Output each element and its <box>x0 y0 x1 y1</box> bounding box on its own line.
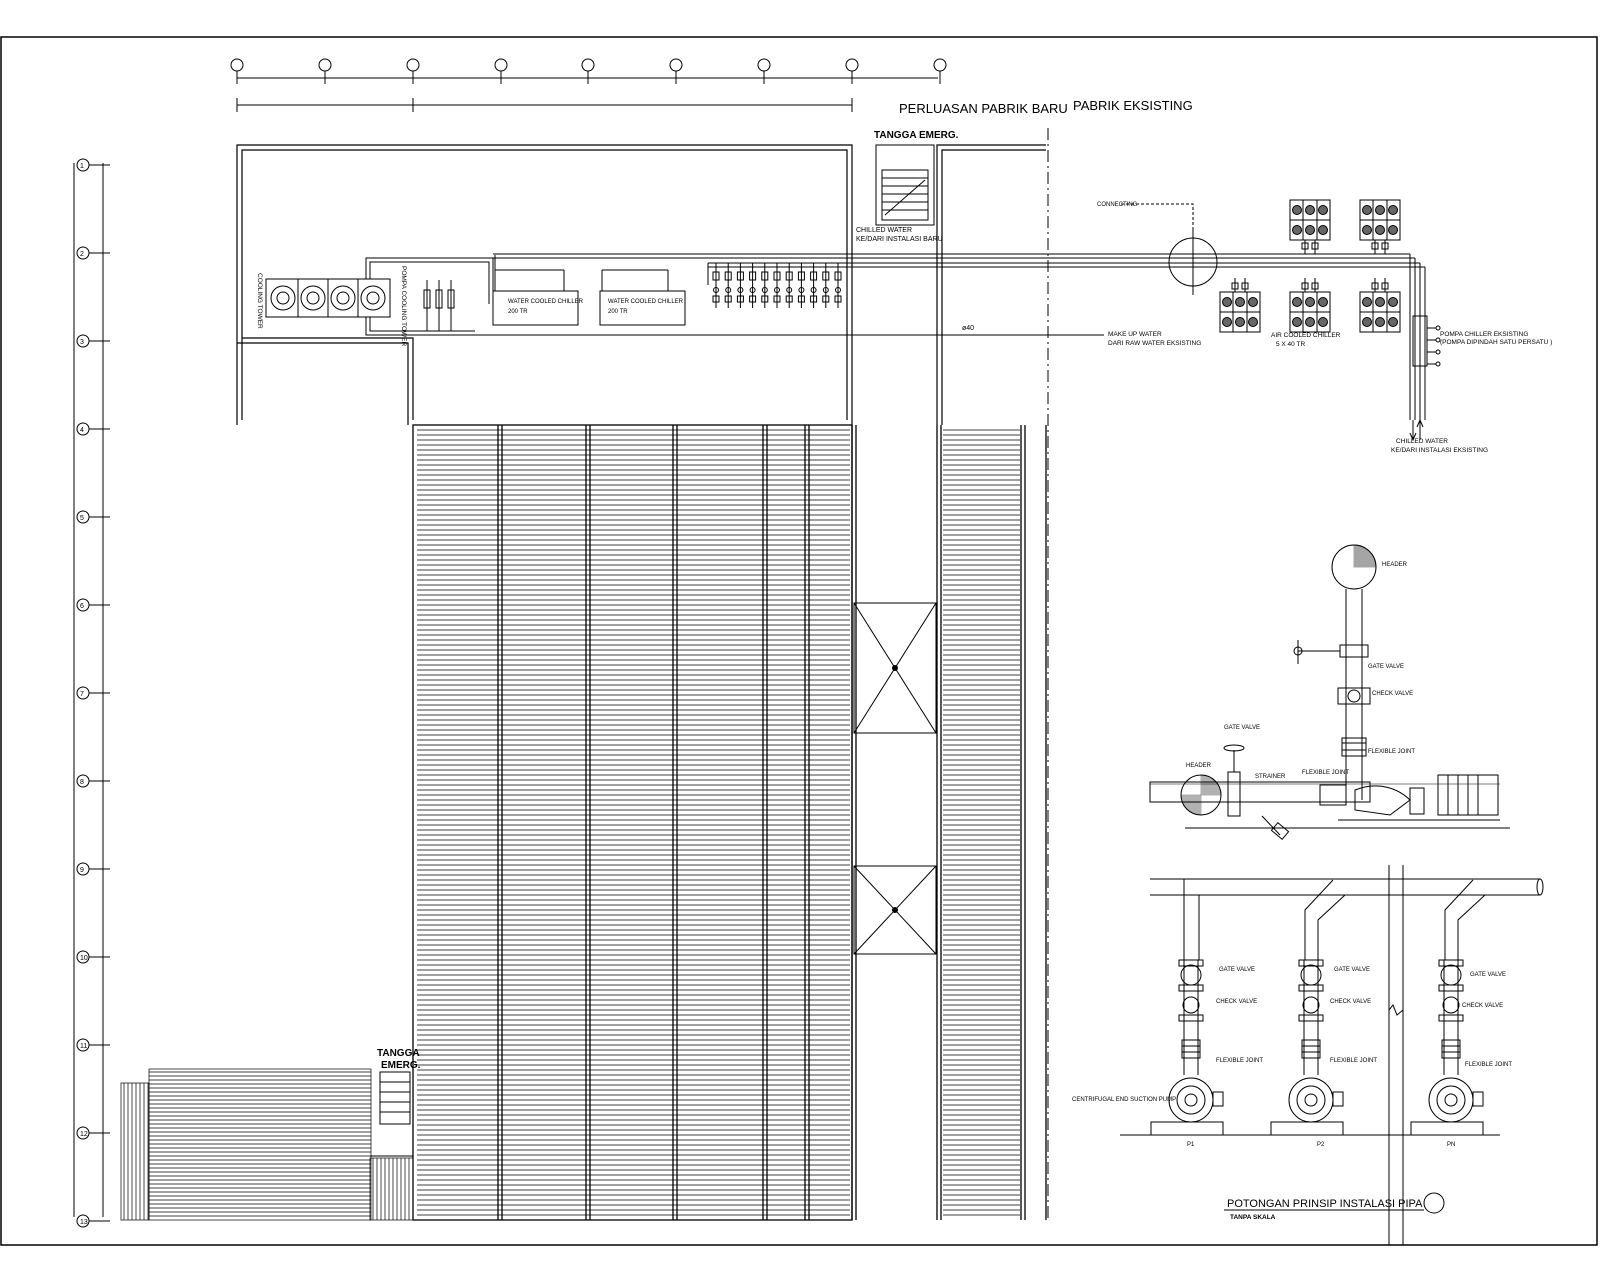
label-makeup-2: DARI RAW WATER EKSISTING <box>1108 340 1201 347</box>
label-chilled-exist-2: KE/DARI INSTALASI EKSISTING <box>1391 447 1488 454</box>
grid-row-label: 7 <box>80 691 84 698</box>
label-flexible-joint-2: FLEXIBLE JOINT <box>1302 770 1349 776</box>
label-p2: P2 <box>1317 1142 1325 1148</box>
label-tangga-bottom-1: TANGGA <box>377 1048 420 1059</box>
building-outline-new <box>236 144 1046 425</box>
label-centrifugal: CENTRIFUGAL END SUCTION PUMP <box>1072 1097 1176 1103</box>
label-chilled-exist-1: CHILLED WATER <box>1396 438 1448 445</box>
section-flex-joint <box>1301 1039 1321 1059</box>
roof-structure-lines <box>412 424 1047 1221</box>
label-wcc-1a: WATER COOLED CHILLER <box>508 299 584 305</box>
cooling-tower-group <box>265 278 391 318</box>
left-dimension-line <box>73 163 104 1217</box>
label-aircooled-1: AIR COOLED CHILLER <box>1271 332 1341 339</box>
section-flex-joint <box>1181 1039 1201 1059</box>
label-sec-gate-1: GATE VALVE <box>1219 967 1255 973</box>
label-pn: PN <box>1447 1142 1455 1148</box>
label-flexible-joint-1: FLEXIBLE JOINT <box>1368 749 1415 755</box>
grid-bubble-col <box>318 58 332 72</box>
centrifugal-pump <box>1288 1077 1334 1123</box>
grid-row-label: 8 <box>80 779 84 786</box>
grid-row-label: 4 <box>80 427 84 434</box>
label-eksisting: PABRIK EKSISTING <box>1073 98 1193 113</box>
air-cooled-chillers <box>1219 199 1401 333</box>
cooling-tower-piping <box>365 257 494 336</box>
label-strainer: STRAINER <box>1255 774 1286 780</box>
grid-bubble-col <box>406 58 420 72</box>
grid-bubble-col <box>845 58 859 72</box>
grid-bubble-col <box>669 58 683 72</box>
label-sec-check-1: CHECK VALVE <box>1216 999 1257 1005</box>
corridor-bracing <box>853 602 937 955</box>
grid-row-label: 6 <box>80 603 84 610</box>
grid-row-label: 12 <box>80 1131 88 1138</box>
section-check-valve <box>1302 996 1320 1014</box>
centrifugal-pump <box>1428 1077 1474 1123</box>
label-aircooled-2: 5 X 40 TR <box>1276 341 1305 348</box>
label-sec-gate-2: GATE VALVE <box>1334 967 1370 973</box>
label-sec-flex-2: FLEXIBLE JOINT <box>1330 1058 1377 1064</box>
grid-row-label: 13 <box>80 1219 88 1226</box>
label-tangga-top: TANGGA EMERG. <box>874 130 959 141</box>
label-pipe-size: ø40 <box>962 325 974 332</box>
grid-bubble-col <box>494 58 508 72</box>
label-perluasan: PERLUASAN PABRIK BARU <box>899 101 1068 116</box>
grid-row-label: 1 <box>80 163 84 170</box>
grid-row-label: 3 <box>80 339 84 346</box>
grid-row-label: 10 <box>80 955 88 962</box>
label-sec-check-3: CHECK VALVE <box>1462 1003 1503 1009</box>
grid-bubble-col <box>757 58 771 72</box>
existing-pumps <box>1409 315 1441 442</box>
label-sec-flex-3: FLEXIBLE JOINT <box>1465 1062 1512 1068</box>
label-connecting: CONNECTING <box>1097 202 1138 208</box>
grid-bubble-col <box>230 58 244 72</box>
label-header-left: HEADER <box>1186 763 1212 769</box>
roof-deck-hatch <box>417 429 1020 1216</box>
label-wcc-1b: 200 TR <box>508 309 528 315</box>
grid-row-label: 11 <box>80 1043 87 1050</box>
pump-assembly-detail <box>1149 544 1510 841</box>
section-flex-joint <box>1441 1039 1461 1059</box>
pump-section-detail <box>1120 865 1544 1245</box>
label-sec-check-2: CHECK VALVE <box>1330 999 1371 1005</box>
section-check-valve <box>1442 996 1460 1014</box>
label-pompa-exist-2: (POMPA DIPINDAH SATU PERSATU ) <box>1440 339 1552 346</box>
grid-bubble-col <box>933 58 947 72</box>
label-section-title: POTONGAN PRINSIP INSTALASI PIPA <box>1227 1198 1423 1210</box>
label-pompa-cooling: POMPA COOLING TOWER <box>400 266 407 346</box>
column-grid-bubbles <box>230 58 947 84</box>
grid-bubble-col <box>581 58 595 72</box>
grid-row-label: 2 <box>80 251 84 258</box>
water-cooled-chillers <box>492 255 686 326</box>
label-sec-flex-1: FLEXIBLE JOINT <box>1216 1058 1263 1064</box>
label-cooling-tower: COOLING TOWER <box>256 273 263 329</box>
emergency-stair-top <box>875 144 935 226</box>
grid-row-label: 9 <box>80 867 84 874</box>
label-check-valve-1: CHECK VALVE <box>1372 691 1413 697</box>
section-check-valve <box>1182 996 1200 1014</box>
label-header-top: HEADER <box>1382 562 1408 568</box>
label-pompa-exist-1: POMPA CHILLER EKSISTING <box>1440 331 1528 338</box>
label-tangga-bottom-2: EMERG. <box>381 1060 421 1071</box>
label-gate-valve-1: GATE VALVE <box>1368 664 1404 670</box>
emergency-stair-bottom <box>370 1071 413 1157</box>
chilled-water-header <box>413 203 1426 420</box>
lower-left-annex <box>120 1068 414 1221</box>
section-pump-units <box>1150 959 1484 1136</box>
label-sec-gate-3: GATE VALVE <box>1470 972 1506 978</box>
sheet-border <box>0 36 1598 1246</box>
label-section-subtitle: TANPA SKALA <box>1230 1214 1276 1221</box>
chilled-water-pumps <box>707 263 842 308</box>
label-gate-valve-2: GATE VALVE <box>1224 725 1260 731</box>
grid-row-label: 5 <box>80 515 84 522</box>
label-wcc-2a: WATER COOLED CHILLER <box>608 299 684 305</box>
label-makeup-1: MAKE UP WATER <box>1108 331 1162 338</box>
label-chilled-new-1: CHILLED WATER <box>856 227 912 234</box>
label-p1: P1 <box>1187 1142 1195 1148</box>
section-title-symbol <box>1423 1192 1445 1214</box>
label-chilled-new-2: KE/DARI INSTALASI BARU <box>856 236 943 243</box>
label-wcc-2b: 200 TR <box>608 309 628 315</box>
